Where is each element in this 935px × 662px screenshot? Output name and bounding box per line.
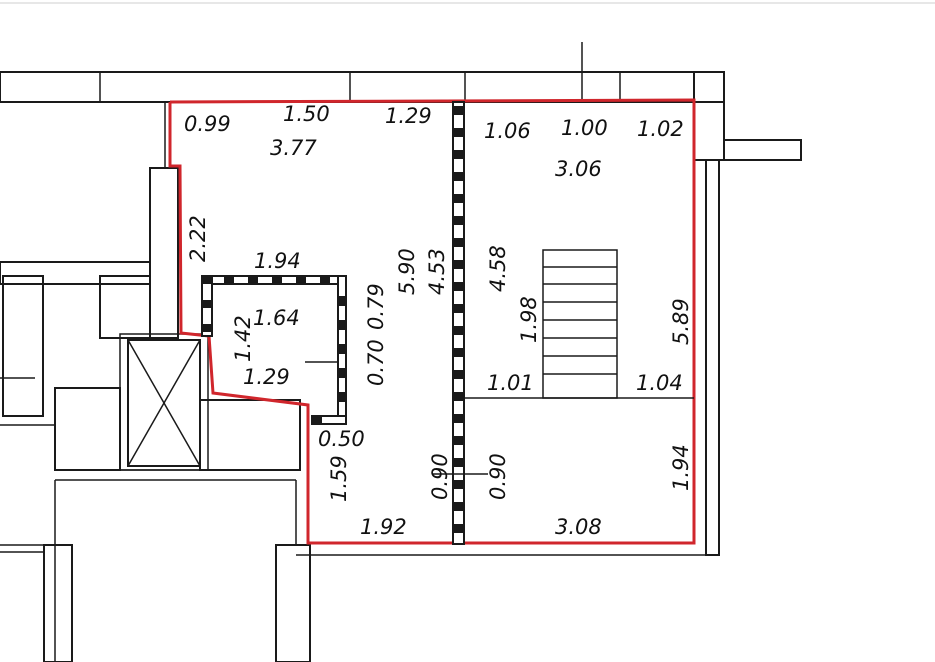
dim-step-050: 0.50 — [318, 427, 365, 451]
dim-room-377: 3.77 — [270, 136, 317, 160]
dim-top-150: 1.50 — [283, 102, 330, 126]
dim-door-090-right: 0.90 — [486, 453, 510, 500]
dim-door-090-left: 0.90 — [428, 453, 452, 500]
dim-partition-453: 4.53 — [425, 248, 449, 295]
staircase — [464, 249, 694, 399]
dim-top-left-099: 0.99 — [184, 112, 231, 136]
dimension-labels: 0.99 1.50 1.29 3.77 1.06 1.00 1.02 3.06 … — [184, 102, 693, 539]
dim-left-222: 2.22 — [186, 215, 210, 262]
dim-niche-142: 1.42 — [231, 315, 255, 362]
dim-niche-070: 0.70 — [364, 339, 388, 386]
neighbor-structure — [0, 102, 311, 662]
dim-top-right-102: 1.02 — [637, 117, 684, 141]
dim-top-129: 1.29 — [385, 104, 432, 128]
apartment-outline — [168, 98, 696, 545]
dim-stair-198: 1.98 — [517, 296, 541, 343]
dim-lower-159: 1.59 — [327, 455, 351, 502]
dim-right-589: 5.89 — [669, 298, 693, 345]
dim-bottom-308: 3.08 — [555, 515, 602, 539]
niche-walls — [201, 275, 347, 425]
dim-niche-079: 0.79 — [364, 283, 388, 330]
dim-bottom-192: 1.92 — [360, 515, 407, 539]
partition-wall — [452, 101, 465, 545]
dim-niche-129: 1.29 — [243, 365, 290, 389]
dim-stair-104: 1.04 — [636, 371, 683, 395]
dim-room-306: 3.06 — [555, 157, 602, 181]
dim-partition-458: 4.58 — [486, 245, 510, 292]
dim-top-right-106: 1.06 — [484, 119, 531, 143]
dim-stair-101: 1.01 — [487, 371, 534, 395]
dim-lower-right-194: 1.94 — [669, 444, 693, 491]
dim-niche-194: 1.94 — [254, 249, 301, 273]
dim-niche-164: 1.64 — [253, 306, 300, 330]
dim-top-right-100: 1.00 — [561, 116, 608, 140]
dim-room-590: 5.90 — [395, 248, 419, 295]
